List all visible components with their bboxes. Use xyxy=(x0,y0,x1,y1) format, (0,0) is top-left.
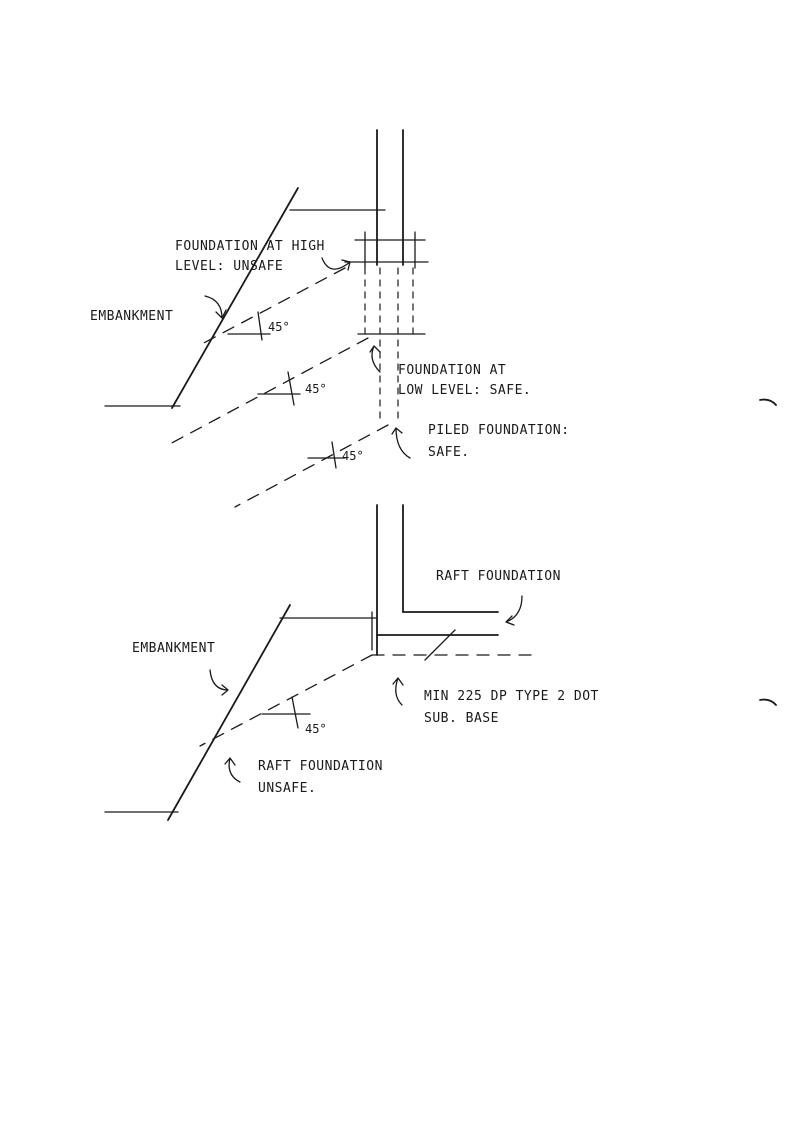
label-piled-line-2: SAFE. xyxy=(428,445,470,460)
high-foundation-arrow xyxy=(321,257,351,271)
label-embankment-top: EMBANKMENT xyxy=(90,309,173,324)
spread-line-low xyxy=(167,337,369,446)
angle-label-1: 45° xyxy=(268,320,290,334)
embankment-slope-bottom xyxy=(167,604,291,821)
label-foundation-low-line-2: LOW LEVEL: SAFE. xyxy=(398,383,531,398)
subbase-hatch xyxy=(424,629,456,661)
spread-line-pile xyxy=(234,424,389,508)
label-raft-unsafe-line-2: UNSAFE. xyxy=(258,781,316,796)
angle-label-3: 45° xyxy=(342,449,364,463)
angle-mark-1 xyxy=(257,311,263,341)
label-foundation-low-line-1: FOUNDATION AT xyxy=(398,363,506,378)
label-raft-unsafe-line-1: RAFT FOUNDATION xyxy=(258,759,383,774)
piled-arrow xyxy=(391,427,411,459)
raft-spread-line xyxy=(199,654,373,747)
top-diagram: FOUNDATION AT HIGH LEVEL: UNSAFE EMBANKM… xyxy=(90,129,570,508)
angle-label-bottom: 45° xyxy=(305,722,327,736)
label-foundation-high-line-1: FOUNDATION AT HIGH xyxy=(175,239,325,254)
label-embankment-bottom: EMBANKMENT xyxy=(132,641,215,656)
raft-unsafe-arrow xyxy=(224,757,241,783)
embankment-slope xyxy=(171,187,299,409)
embankment-arrow-bottom xyxy=(209,669,229,696)
angle-label-2: 45° xyxy=(305,382,327,396)
low-foundation-arrow xyxy=(369,345,381,373)
angle-mark-2 xyxy=(287,371,295,406)
embankment-arrow xyxy=(204,295,227,319)
spread-line-high xyxy=(199,267,346,346)
binder-mark-top xyxy=(759,398,777,406)
subbase-arrow xyxy=(392,677,404,706)
raft-arrow xyxy=(505,595,523,626)
label-raft: RAFT FOUNDATION xyxy=(436,569,561,584)
binder-mark-bottom xyxy=(759,698,777,706)
label-subbase-line-2: SUB. BASE xyxy=(424,711,499,726)
angle-mark-3 xyxy=(331,441,337,469)
label-subbase-line-1: MIN 225 DP TYPE 2 DOT xyxy=(424,689,599,704)
label-piled-line-1: PILED FOUNDATION: xyxy=(428,423,570,438)
angle-mark-bottom xyxy=(291,696,299,729)
label-foundation-high-line-2: LEVEL: UNSAFE xyxy=(175,259,283,274)
bottom-diagram: RAFT FOUNDATION EMBANKMENT MIN 225 DP TY… xyxy=(104,504,599,821)
